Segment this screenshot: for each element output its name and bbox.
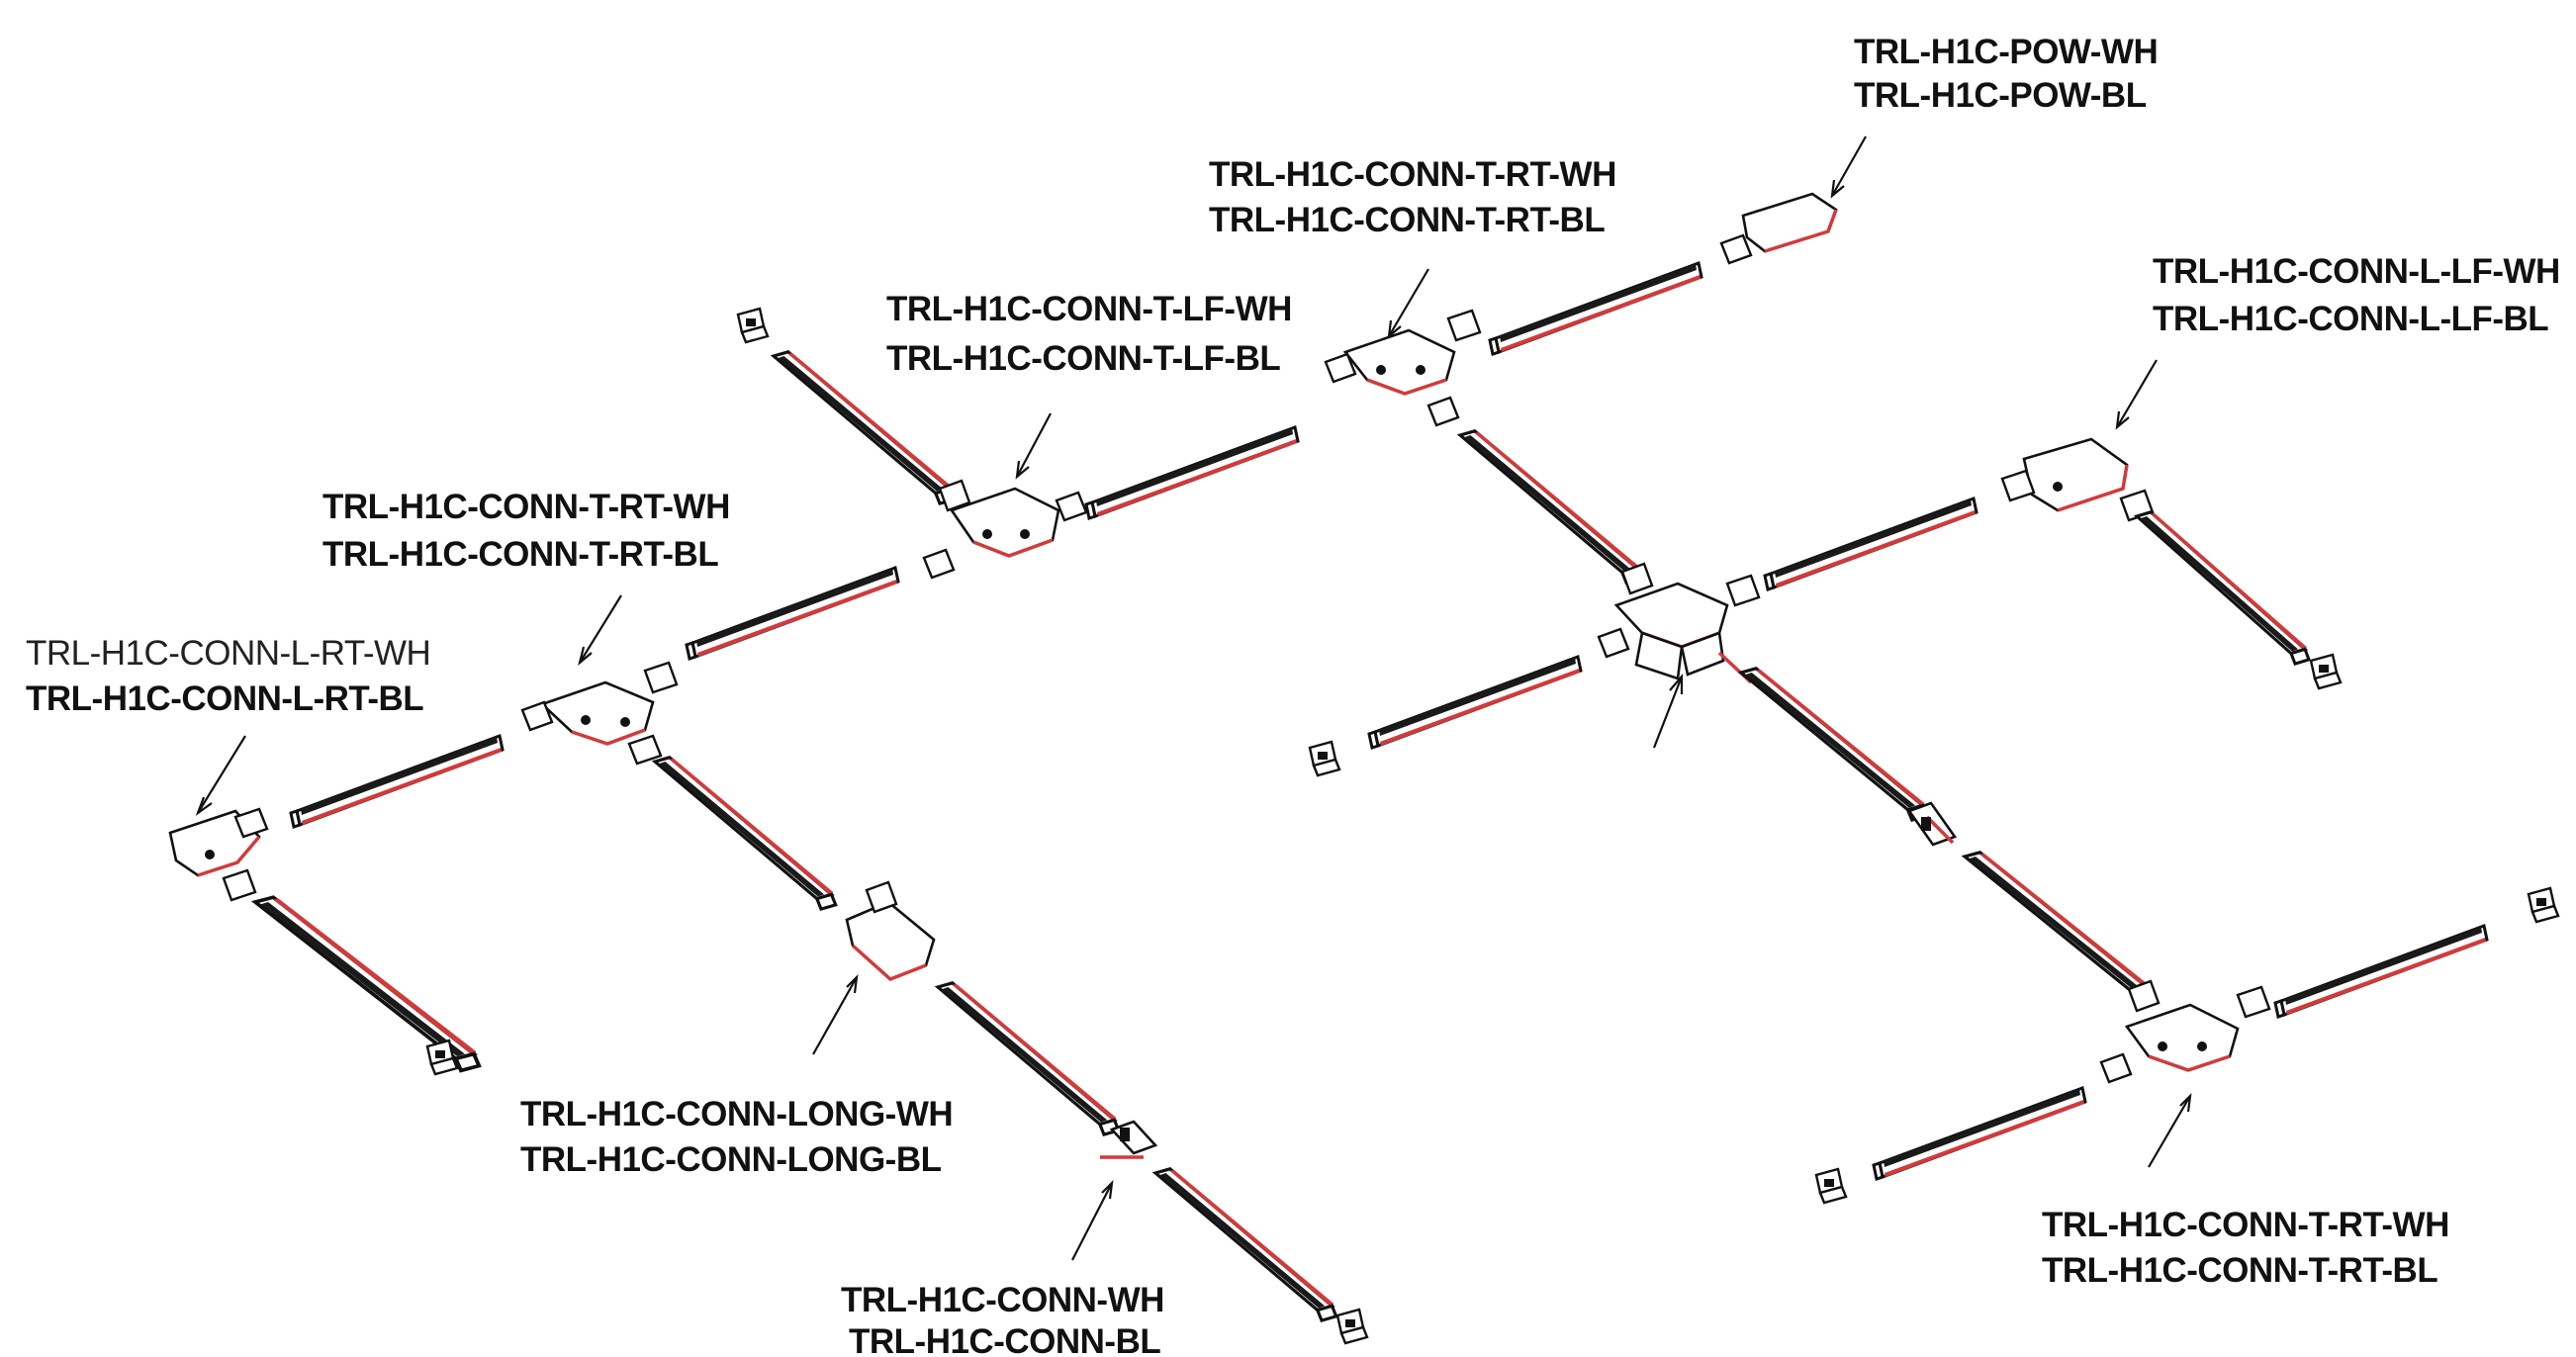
leader-arrowhead (846, 973, 859, 994)
label-line: TRL-H1C-CONN-T-RT-BL (1209, 201, 1605, 239)
leader-line (812, 976, 858, 1055)
label-line: TRL-H1C-CONN-L-LF-BL (2153, 300, 2548, 338)
label-line: TRL-H1C-CONN-BL (849, 1322, 1160, 1357)
end-cap (1308, 740, 1341, 777)
power-feed-connector (1719, 192, 1838, 265)
rail-segment (1488, 261, 1703, 356)
leader-arrowhead (2115, 410, 2130, 430)
x-connector (1597, 562, 1761, 684)
label-conn-l-rt: TRL-H1C-CONN-L-RT-WH TRL-H1C-CONN-L-RT-B… (26, 634, 431, 718)
leader-line (1652, 676, 1684, 749)
rail-segment (2135, 510, 2311, 666)
label-conn-l-lf: TRL-H1C-CONN-L-LF-WH TRL-H1C-CONN-L-LF-B… (2153, 252, 2560, 338)
label-line: TRL-H1C-CONN-L-RT-WH (26, 634, 430, 673)
label-line: TRL-H1C-CONN-WH (841, 1281, 1164, 1319)
leader-arrowhead (195, 796, 213, 816)
label-line: TRL-H1C-CONN-LONG-BL (520, 1140, 942, 1179)
leader-line (1016, 412, 1052, 478)
label-line: TRL-H1C-CONN-T-RT-WH (322, 488, 730, 526)
leader-lines (195, 136, 2192, 1261)
rail-segment (2273, 924, 2489, 1019)
label-conn-long: TRL-H1C-CONN-LONG-WH TRL-H1C-CONN-LONG-B… (520, 1095, 954, 1179)
end-cap (1335, 1308, 1369, 1345)
leader-line (2116, 359, 2158, 428)
l-connector-left (168, 807, 269, 902)
label-conn-t-rt-bottom: TRL-H1C-CONN-T-RT-WH TRL-H1C-CONN-T-RT-B… (2042, 1206, 2449, 1290)
rail-segment (1153, 1167, 1338, 1322)
rail-segment (289, 734, 505, 829)
straight-connector-mid (1906, 801, 1958, 847)
label-conn: TRL-H1C-CONN-WH TRL-H1C-CONN-BL (841, 1281, 1164, 1357)
label-line: TRL-H1C-CONN-LONG-WH (520, 1095, 953, 1133)
t-connector-rt-top (1324, 309, 1482, 427)
label-line: TRL-H1C-CONN-L-LF-WH (2153, 252, 2560, 291)
t-connector-lf (922, 479, 1088, 580)
leader-line (1071, 1182, 1113, 1261)
label-conn-t-rt-left: TRL-H1C-CONN-T-RT-WH TRL-H1C-CONN-T-RT-B… (322, 488, 730, 574)
l-connector-lf (2000, 437, 2155, 522)
rail-segment (1763, 497, 1978, 591)
label-conn-t-rt-top: TRL-H1C-CONN-T-RT-WH TRL-H1C-CONN-T-RT-B… (1209, 155, 1616, 239)
leader-arrowhead (1830, 179, 1845, 199)
part-labels: TRL-H1C-CONN-L-RT-WH TRL-H1C-CONN-L-RT-B… (26, 33, 2560, 1357)
label-line: TRL-H1C-CONN-T-RT-BL (322, 535, 718, 574)
rail-segment (936, 981, 1121, 1136)
t-connector-rt-bottom (2099, 979, 2271, 1084)
end-cap (736, 307, 770, 344)
rail-segment (1084, 425, 1300, 520)
end-cap (2527, 886, 2560, 924)
long-connector (845, 880, 936, 982)
rail-segment (653, 756, 838, 911)
rail-segment (1963, 851, 2157, 1006)
label-line: TRL-H1C-CONN-T-RT-WH (2042, 1206, 2449, 1244)
leader-line (2148, 1095, 2191, 1168)
straight-connector (1100, 1120, 1158, 1159)
leader-line (579, 594, 622, 664)
rail-segment (1739, 667, 1929, 822)
rail-segment (1872, 1086, 2087, 1181)
leader-line (1388, 268, 1429, 337)
leader-line (1831, 136, 1867, 197)
label-pow: TRL-H1C-POW-WH TRL-H1C-POW-BL (1854, 33, 2159, 115)
leader-arrowhead (578, 646, 593, 667)
leader-arrowhead (1015, 460, 1030, 480)
label-line: TRL-H1C-CONN-T-RT-WH (1209, 155, 1616, 194)
rail-segment (685, 566, 900, 661)
label-conn-t-lf: TRL-H1C-CONN-T-LF-WH TRL-H1C-CONN-T-LF-B… (886, 290, 1292, 378)
t-connector-left (520, 661, 679, 766)
leader-arrowhead (1387, 319, 1402, 339)
leader-arrowhead (1101, 1179, 1114, 1200)
label-line: TRL-H1C-POW-WH (1854, 33, 2158, 71)
rail-segment (1458, 429, 1643, 585)
end-cap (2309, 653, 2343, 690)
end-cap (1814, 1167, 1848, 1205)
rail-segment (1367, 655, 1583, 750)
track-rails (168, 192, 2560, 1345)
leader-line (197, 735, 246, 814)
label-line: TRL-H1C-CONN-L-RT-BL (26, 679, 423, 718)
leader-arrowhead (2179, 1092, 2192, 1113)
label-line: TRL-H1C-CONN-T-LF-BL (886, 339, 1280, 378)
label-line: TRL-H1C-POW-BL (1854, 76, 2147, 115)
label-line: TRL-H1C-CONN-T-RT-BL (2042, 1251, 2438, 1290)
leader-arrowhead (1669, 674, 1684, 694)
label-line: TRL-H1C-CONN-T-LF-WH (886, 290, 1292, 328)
